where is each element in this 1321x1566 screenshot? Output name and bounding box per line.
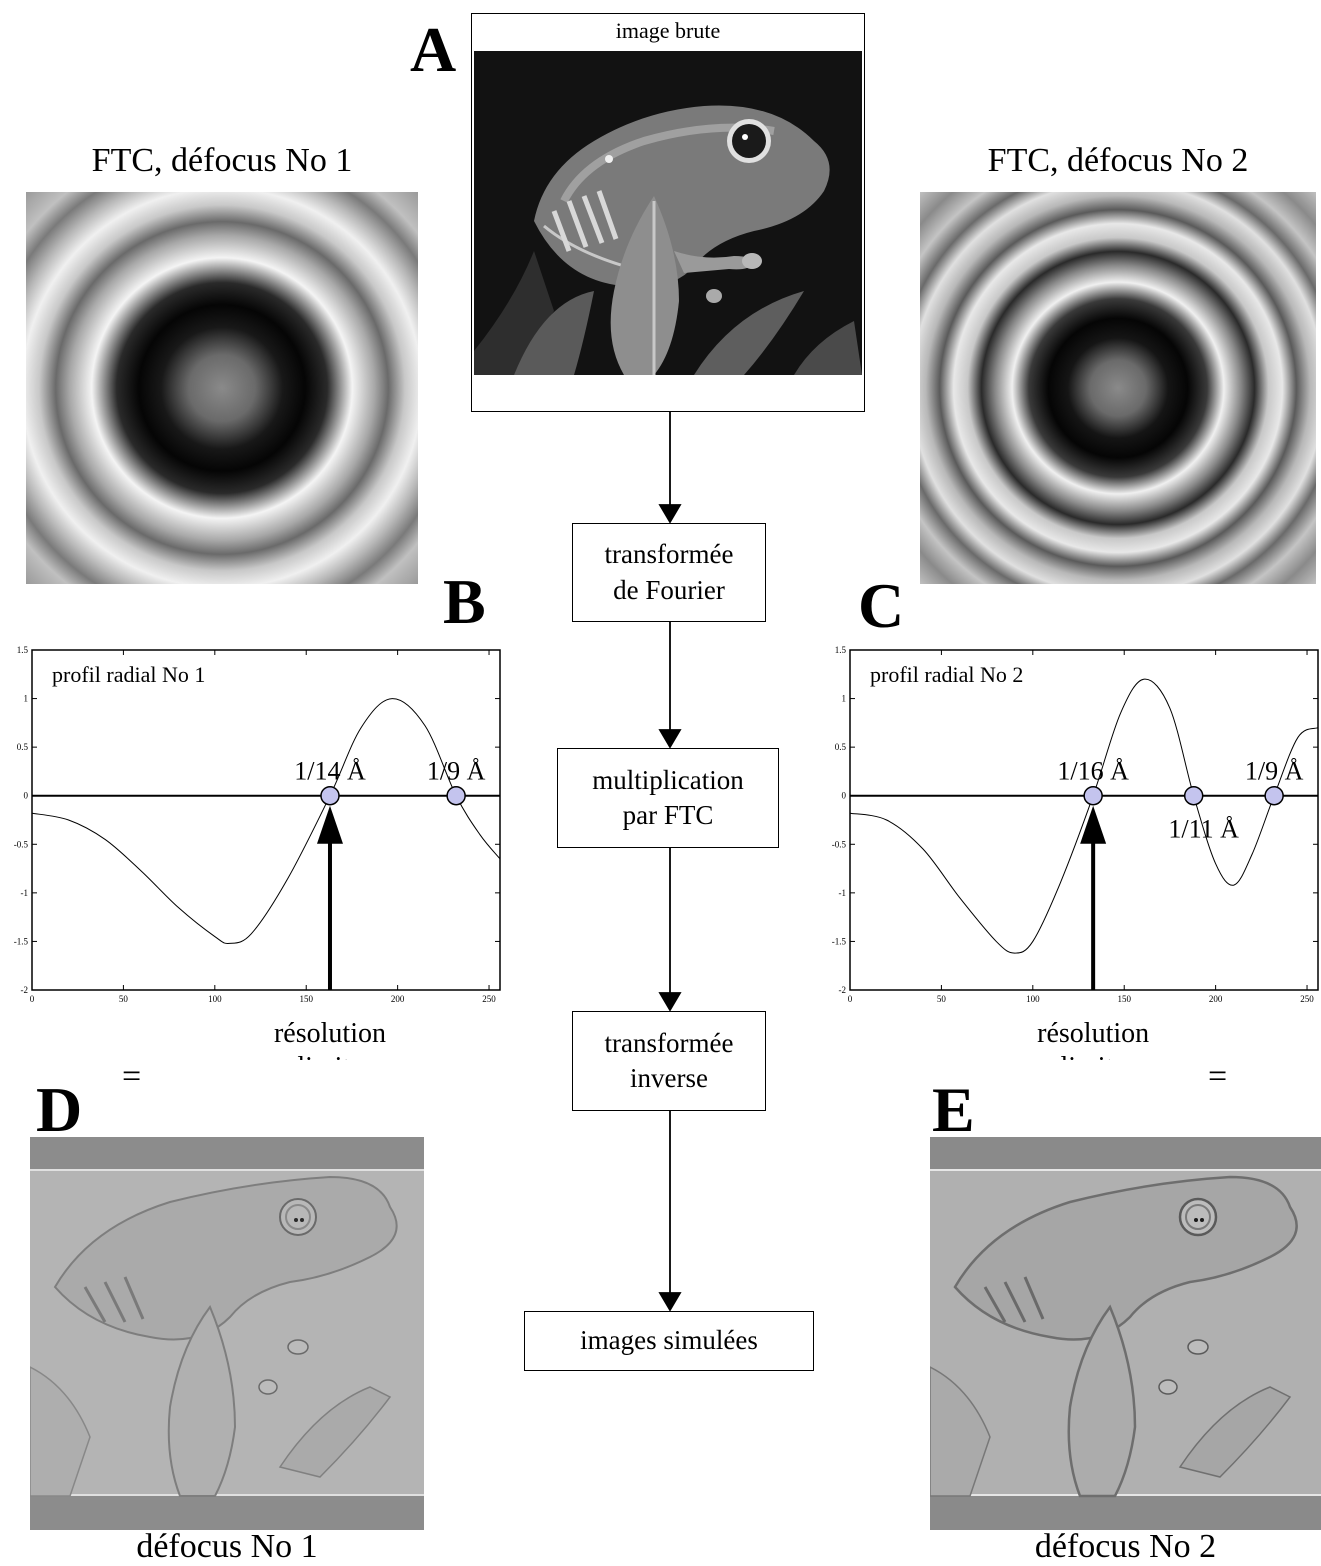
chart-title: profil radial No 2 bbox=[870, 662, 1023, 687]
frog-photo-raw bbox=[474, 51, 862, 375]
resolution-label-line1: résolution bbox=[274, 1018, 386, 1049]
simulated-image-defocus-2 bbox=[930, 1137, 1321, 1530]
equals-sign-left: = bbox=[122, 1058, 142, 1095]
y-tick-label: 1.5 bbox=[17, 645, 29, 655]
x-tick-label: 150 bbox=[299, 994, 313, 1004]
caption-defocus-2: défocus No 2 bbox=[1034, 1528, 1217, 1565]
step-inverse-line2: inverse bbox=[630, 1063, 708, 1093]
y-tick-label: 0 bbox=[842, 791, 847, 801]
raw-image-title: image brute bbox=[615, 18, 721, 43]
equals-sign-right: = bbox=[1208, 1058, 1228, 1095]
zero-crossing-label: 1/14 Å bbox=[294, 757, 366, 786]
y-tick-label: -2 bbox=[839, 985, 847, 995]
ctf-right-title: FTC, défocus No 2 bbox=[987, 142, 1249, 179]
panel-letter-a: A bbox=[410, 14, 457, 85]
zero-crossing-marker bbox=[1264, 785, 1284, 806]
y-tick-label: -1 bbox=[839, 888, 847, 898]
step-fourier-transform: transformée de Fourier bbox=[572, 523, 766, 622]
panel-letter-b: B bbox=[443, 566, 486, 637]
resolution-label-line1: résolution bbox=[1037, 1018, 1149, 1049]
x-tick-label: 50 bbox=[937, 994, 947, 1004]
resolution-label-line2: limite bbox=[1060, 1052, 1125, 1060]
raw-image-frame: image brute bbox=[471, 13, 865, 412]
step-multiplication-line2: par FTC bbox=[622, 800, 714, 830]
x-tick-label: 200 bbox=[391, 994, 405, 1004]
y-tick-label: -1.5 bbox=[14, 936, 29, 946]
x-tick-label: 200 bbox=[1209, 994, 1223, 1004]
x-tick-label: 50 bbox=[119, 994, 129, 1004]
x-tick-label: 150 bbox=[1117, 994, 1131, 1004]
zero-crossing-marker bbox=[1183, 785, 1204, 806]
zero-crossing-label: 1/9 Å bbox=[427, 757, 486, 786]
step-inverse-transform: transformée inverse bbox=[572, 1011, 766, 1111]
ctf-image-right bbox=[920, 192, 1316, 584]
x-tick-label: 250 bbox=[482, 994, 496, 1004]
step-multiplication-line1: multiplication bbox=[592, 764, 744, 795]
y-tick-label: 1.5 bbox=[835, 645, 847, 655]
y-tick-label: -0.5 bbox=[14, 839, 29, 849]
y-tick-label: 0 bbox=[24, 791, 29, 801]
panel-letter-d: D bbox=[36, 1074, 83, 1145]
panel-letter-e: E bbox=[932, 1074, 975, 1145]
y-tick-label: -0.5 bbox=[832, 839, 847, 849]
y-tick-label: 0.5 bbox=[835, 742, 847, 752]
x-tick-label: 0 bbox=[848, 994, 853, 1004]
zero-crossing-marker bbox=[446, 785, 466, 806]
caption-defocus-1: défocus No 1 bbox=[136, 1528, 318, 1565]
y-tick-label: 0.5 bbox=[17, 742, 29, 752]
step-simulated-images: images simulées bbox=[524, 1311, 814, 1371]
resolution-arrow-head bbox=[316, 805, 343, 844]
panel-letter-c: C bbox=[858, 570, 905, 641]
plot-frame bbox=[31, 649, 501, 991]
ctf-left-title: FTC, défocus No 1 bbox=[91, 142, 353, 179]
zero-crossing-marker bbox=[320, 785, 340, 806]
step-fourier-line1: transformée bbox=[604, 539, 734, 570]
resolution-arrow-head bbox=[1080, 805, 1107, 844]
y-tick-label: -2 bbox=[21, 985, 29, 995]
y-tick-label: -1.5 bbox=[832, 936, 847, 946]
step-simulated-label: images simulées bbox=[580, 1325, 758, 1356]
step-ctf-multiplication: multiplication par FTC bbox=[557, 748, 779, 848]
step-inverse-line1: transformée bbox=[604, 1027, 734, 1058]
zero-crossing-marker bbox=[1083, 785, 1103, 806]
ctf-image-left bbox=[26, 192, 418, 584]
zero-crossing-label: 1/16 Å bbox=[1057, 757, 1129, 786]
zero-crossing-label: 1/9 Å bbox=[1245, 757, 1304, 786]
x-tick-label: 0 bbox=[30, 994, 35, 1004]
y-tick-label: 1 bbox=[24, 694, 29, 704]
x-tick-label: 100 bbox=[208, 994, 222, 1004]
simulated-image-defocus-1 bbox=[30, 1137, 424, 1530]
chart-title: profil radial No 1 bbox=[52, 662, 205, 687]
series-line bbox=[849, 678, 1319, 954]
y-tick-label: -1 bbox=[21, 888, 29, 898]
step-fourier-line2: de Fourier bbox=[613, 574, 725, 605]
y-tick-label: 1 bbox=[842, 694, 847, 704]
x-tick-label: 250 bbox=[1300, 994, 1314, 1004]
zero-crossing-label: 1/11 Å bbox=[1168, 815, 1239, 844]
x-tick-label: 100 bbox=[1026, 994, 1040, 1004]
resolution-label-line2: limite bbox=[297, 1052, 362, 1060]
series-line bbox=[31, 698, 501, 944]
